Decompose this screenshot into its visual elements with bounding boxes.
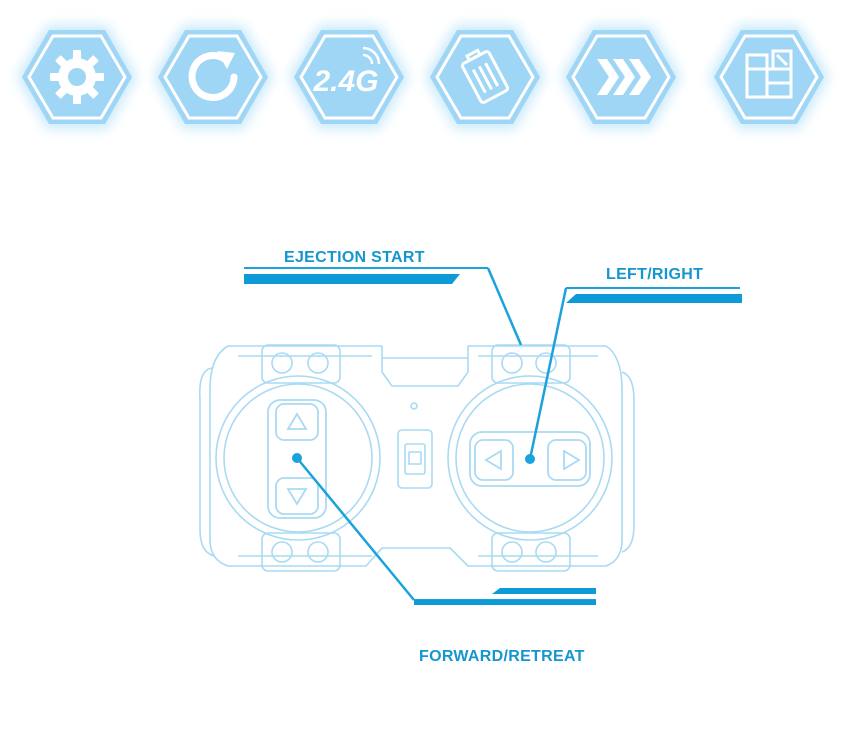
forward-retreat-callout: [296, 457, 596, 605]
feature-icon-row: 2.4G: [17, 25, 829, 129]
modules-icon: [709, 25, 829, 129]
left-right-label: LEFT/RIGHT: [606, 266, 704, 283]
refresh-icon: [153, 25, 273, 129]
arrow-left-icon[interactable]: [484, 449, 502, 471]
svg-text:2.4G: 2.4G: [312, 65, 378, 98]
battery-pack-icon: [425, 25, 545, 129]
forward-retreat-label: FORWARD/RETREAT: [419, 648, 585, 665]
arrow-right-icon[interactable]: [563, 449, 581, 471]
speed-arrows-icon: [561, 25, 681, 129]
arrow-up-icon[interactable]: [286, 412, 308, 430]
forward-retreat-pad[interactable]: [267, 399, 327, 519]
2-4ghz-icon: 2.4G: [289, 25, 409, 129]
left-right-callout: [528, 287, 742, 460]
arrow-down-icon[interactable]: [286, 488, 308, 506]
ejection-start-label: EJECTION START: [284, 249, 425, 266]
gear-icon: [17, 25, 137, 129]
ejection-start-callout: [244, 267, 523, 346]
remote-controller: [198, 344, 635, 572]
